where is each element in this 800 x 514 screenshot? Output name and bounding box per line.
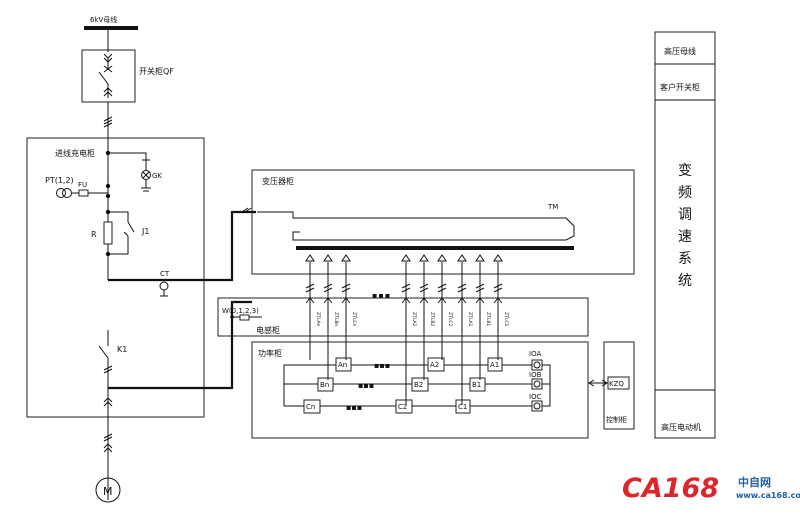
module-label: C1 bbox=[458, 403, 467, 411]
module-label: B2 bbox=[414, 381, 423, 389]
watermark-url: www.ca168.com bbox=[736, 491, 800, 500]
inductor-label: ZTLA2 bbox=[411, 312, 417, 327]
inductor-cabinet-box bbox=[217, 297, 589, 337]
vfd-char: 调 bbox=[678, 207, 692, 223]
inductor-label: ZTLCn bbox=[351, 312, 357, 326]
gk-label: GK bbox=[152, 172, 162, 180]
transformer-winding bbox=[257, 211, 575, 241]
motor-icon bbox=[95, 477, 121, 503]
iob-label: IOB bbox=[529, 371, 542, 379]
inductor-cabinet: W(0,1,2,3) 电感柜 ZTLAn ZTLBn ZTLCn ZTLA2 Z… bbox=[217, 297, 589, 337]
inductor-meter-label: W(0,1,2,3) bbox=[222, 307, 259, 315]
meter-resistor-icon bbox=[239, 314, 250, 321]
r-label: R bbox=[91, 230, 97, 239]
inductor-label: ZTLAn bbox=[315, 312, 321, 327]
gk-lamp-icon bbox=[141, 170, 151, 180]
module-label: Cn bbox=[306, 403, 315, 411]
watermark-suffix: 中自网 bbox=[738, 475, 771, 489]
system-overview-panel: 高压母线 客户开关柜 变 频 调 速 系 统 高压电动机 bbox=[654, 31, 716, 439]
power-cabinet: 功率柜 An Bn Cn A2 B2 C2 A1 B1 bbox=[251, 341, 589, 439]
module-label: An bbox=[338, 361, 347, 369]
module-b2 bbox=[411, 377, 429, 392]
ioa-label: IOA bbox=[529, 350, 541, 358]
inductor-label: ZTLA1 bbox=[467, 312, 473, 327]
r-resistor-icon bbox=[103, 221, 113, 245]
vfd-char: 系 bbox=[678, 251, 692, 267]
inductor-label: ZTLBn bbox=[333, 312, 339, 326]
vfd-char: 变 bbox=[678, 163, 692, 179]
power-cabinet-label: 功率柜 bbox=[258, 348, 282, 358]
ct-icon bbox=[159, 281, 169, 291]
feed-from-power-cabinet bbox=[108, 300, 252, 390]
vfd-char: 统 bbox=[678, 273, 692, 289]
power-cabinet-box bbox=[251, 341, 589, 439]
transformer-cabinet: 变压器柜 TM ▪▪▪ bbox=[251, 169, 635, 405]
j1-label: J1 bbox=[141, 227, 149, 236]
module-c2 bbox=[395, 399, 413, 414]
module-bn bbox=[317, 377, 334, 392]
switch-qf-label: 开关柜QF bbox=[139, 66, 174, 76]
left-feeder: 6kV母线 开关柜QF 进线充电柜 GK bbox=[26, 15, 256, 503]
module-ellipsis: ▪▪▪ bbox=[374, 361, 390, 370]
incoming-cabinet-label: 进线充电柜 bbox=[55, 148, 95, 158]
k1-label: K1 bbox=[117, 345, 127, 354]
module-label: Bn bbox=[320, 381, 329, 389]
motor-label: M bbox=[103, 485, 113, 498]
module-ellipsis: ▪▪▪ bbox=[346, 403, 362, 412]
control-cabinet-label: 控制柜 bbox=[606, 415, 627, 424]
fu-fuse-icon bbox=[78, 189, 89, 197]
customer-switch-label: 客户开关柜 bbox=[660, 82, 700, 92]
feed-to-transformer bbox=[108, 210, 256, 282]
inductor-label: ZTLB1 bbox=[485, 312, 491, 326]
ioc-label: IOC bbox=[529, 393, 542, 401]
module-b1 bbox=[469, 377, 486, 392]
vfd-char: 频 bbox=[678, 185, 692, 201]
vfd-char: 速 bbox=[678, 229, 692, 245]
control-cabinet-box bbox=[603, 341, 635, 430]
module-c1 bbox=[455, 399, 471, 414]
incoming-cabinet-box bbox=[26, 137, 205, 418]
inductor-label: ZTLC1 bbox=[503, 312, 509, 326]
tm-label: TM bbox=[547, 203, 558, 211]
control-cabinet: KZQ 控制柜 bbox=[588, 341, 635, 430]
secondary-ellipsis: ▪▪▪ bbox=[372, 291, 391, 300]
module-cn bbox=[303, 399, 321, 414]
transformer-cabinet-box bbox=[251, 169, 635, 275]
hv-motor-label: 高压电动机 bbox=[661, 422, 701, 432]
ct-label: CT bbox=[160, 270, 170, 278]
inductor-cabinet-label: 电感柜 bbox=[256, 325, 280, 335]
watermark-brand: CA168 bbox=[622, 473, 719, 504]
watermark-logo: CA168 中自网 www.ca168.com bbox=[622, 473, 800, 504]
module-an bbox=[335, 357, 352, 372]
pt-icon bbox=[56, 188, 66, 198]
module-label: A2 bbox=[430, 361, 439, 369]
hv-bus-label: 高压母线 bbox=[664, 46, 696, 56]
overview-panel-box bbox=[654, 31, 716, 439]
inductor-label: ZTLC2 bbox=[447, 312, 453, 326]
module-label: B1 bbox=[472, 381, 481, 389]
pt-label: PT(1,2) bbox=[45, 176, 74, 185]
module-label: A1 bbox=[490, 361, 499, 369]
module-ellipsis: ▪▪▪ bbox=[358, 381, 374, 390]
module-label: C2 bbox=[398, 403, 407, 411]
kzq-label: KZQ bbox=[609, 380, 624, 388]
inductor-labels: ZTLAn ZTLBn ZTLCn ZTLA2 ZTLB2 ZTLC2 ZTLA… bbox=[315, 312, 509, 327]
inductor-label: ZTLB2 bbox=[429, 312, 435, 326]
module-a1 bbox=[487, 357, 503, 372]
bus-6kv-label: 6kV母线 bbox=[90, 15, 117, 24]
transformer-cabinet-label: 变压器柜 bbox=[262, 176, 294, 186]
module-a2 bbox=[427, 357, 445, 372]
fu-label: FU bbox=[78, 181, 87, 189]
